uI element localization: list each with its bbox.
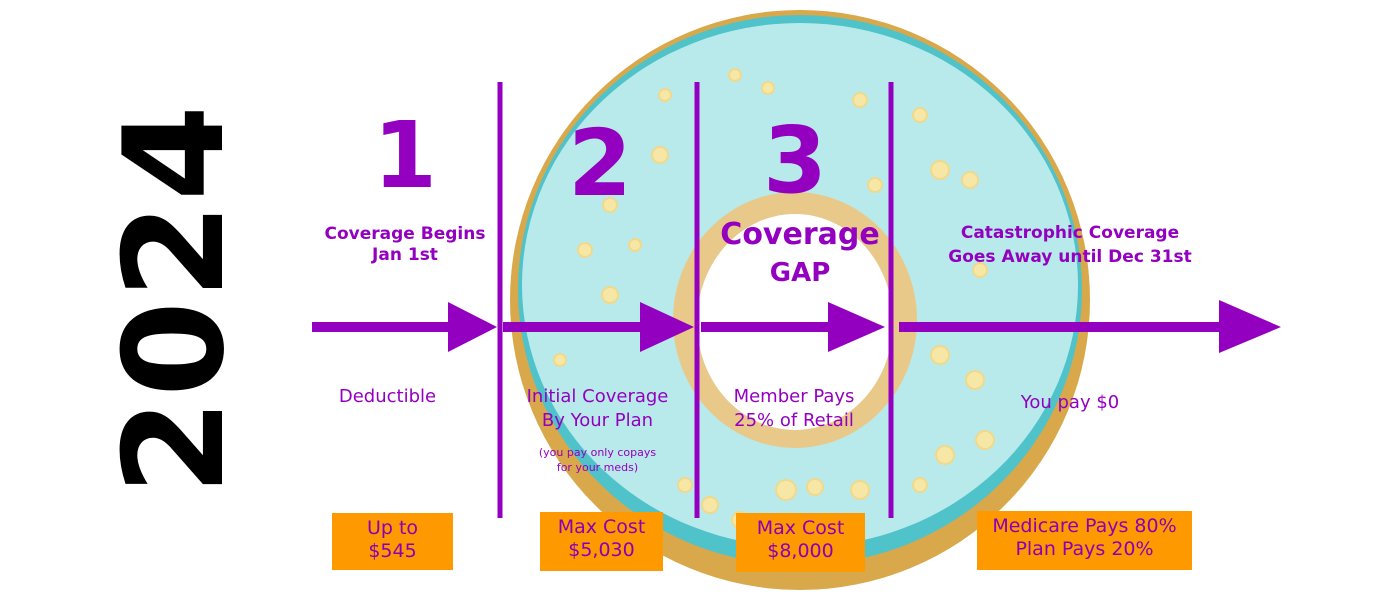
stage-3-number: 3 <box>762 107 827 214</box>
stage-2-cost-box: Max Cost $5,030 <box>540 512 663 571</box>
arrow-4 <box>899 300 1281 353</box>
stage-2-cost-line2: $5,030 <box>568 539 635 561</box>
stage-2-note: (you pay only copays for your meds) <box>538 446 657 474</box>
stage-3-cost-line2: $8,000 <box>767 540 834 562</box>
stage-4-desc: You pay $0 <box>1020 392 1120 413</box>
year-label: 2024 <box>94 102 255 495</box>
stage-4-cost-line2: Plan Pays 20% <box>1015 538 1154 560</box>
timeline-arrows <box>312 300 1281 353</box>
stage-dividers <box>497 82 894 518</box>
stage-3-cost-line1: Max Cost <box>756 517 845 539</box>
stage-4-cost-line1: Medicare Pays 80% <box>992 515 1177 537</box>
stage-1-cost-box: Up to $545 <box>332 513 453 570</box>
stage-1-cost-line2: $545 <box>368 540 417 562</box>
stage-3-title-gap: GAP <box>769 258 831 288</box>
stage-1-title: Coverage Begins Jan 1st <box>324 224 486 265</box>
arrow-1 <box>312 302 497 352</box>
stage-2-cost-line1: Max Cost <box>557 516 646 538</box>
stage-4-cost-box: Medicare Pays 80% Plan Pays 20% <box>977 511 1192 570</box>
stage-4-title: Catastrophic Coverage Goes Away until De… <box>948 223 1192 267</box>
stage-1-number: 1 <box>372 102 437 209</box>
stage-3-title: Coverage <box>720 217 880 252</box>
stage-3-desc: Member Pays 25% of Retail <box>733 386 855 431</box>
sprinkles <box>553 68 995 529</box>
stage-1-cost-line1: Up to <box>366 517 419 539</box>
stage-2-desc: Initial Coverage By Your Plan <box>526 386 669 431</box>
stage-3-cost-box: Max Cost $8,000 <box>736 513 865 572</box>
arrow-2 <box>503 302 694 352</box>
stage-2-number: 2 <box>567 110 632 217</box>
arrow-3 <box>701 302 885 352</box>
stage-1-desc: Deductible <box>338 386 437 407</box>
